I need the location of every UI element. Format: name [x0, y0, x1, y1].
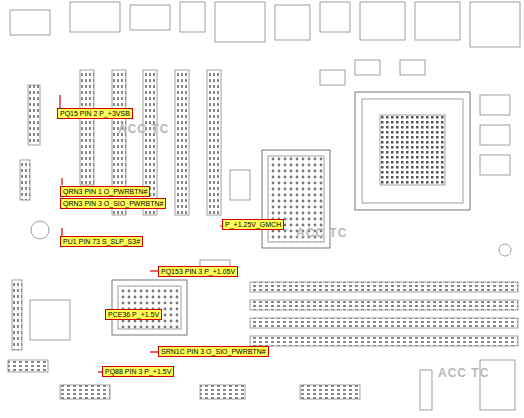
callout-box: P_+1.25V_GMCH — [222, 219, 284, 230]
callout-box: QRN3 PIN 3 O_SIO_PWRBTN# — [60, 198, 166, 209]
callout-box: SRN1C PIN 3 O_SIO_PWRBTN# — [158, 346, 269, 357]
watermark: ACC TC — [296, 226, 347, 240]
callout-box: PQ15 PIN 2 P_+3VSB — [57, 108, 133, 119]
callout-box: PCE36 P_+1.5V — [105, 309, 162, 320]
callout-box: PU1 PIN 73 S_SLP_S3# — [60, 236, 143, 247]
signal-label: PQ15 PIN 2 P_+3VSB — [60, 110, 130, 117]
signal-label: QRN3 PIN 3 O_SIO_PWRBTN# — [63, 200, 163, 207]
callout-box: PQ88 PIN 3 P_+1.5V — [102, 366, 174, 377]
signal-label: PU1 PIN 73 S_SLP_S3# — [63, 238, 140, 245]
signal-label: PQ153 PIN 3 P_+1.05V — [161, 268, 235, 275]
signal-label: SRN1C PIN 3 O_SIO_PWRBTN# — [161, 348, 266, 355]
watermark: ACC TC — [438, 366, 489, 380]
callout-box: PQ153 PIN 3 P_+1.05V — [158, 266, 238, 277]
signal-label: P_+1.25V_GMCH — [225, 221, 281, 228]
signal-label: PCE36 P_+1.5V — [108, 311, 159, 318]
signal-label: PQ88 PIN 3 P_+1.5V — [105, 368, 171, 375]
watermark: ACC TC — [118, 122, 169, 136]
callout-box: QRN3 PIN 1 O_PWRBTN# — [60, 186, 150, 197]
signal-label: QRN3 PIN 1 O_PWRBTN# — [63, 188, 147, 195]
